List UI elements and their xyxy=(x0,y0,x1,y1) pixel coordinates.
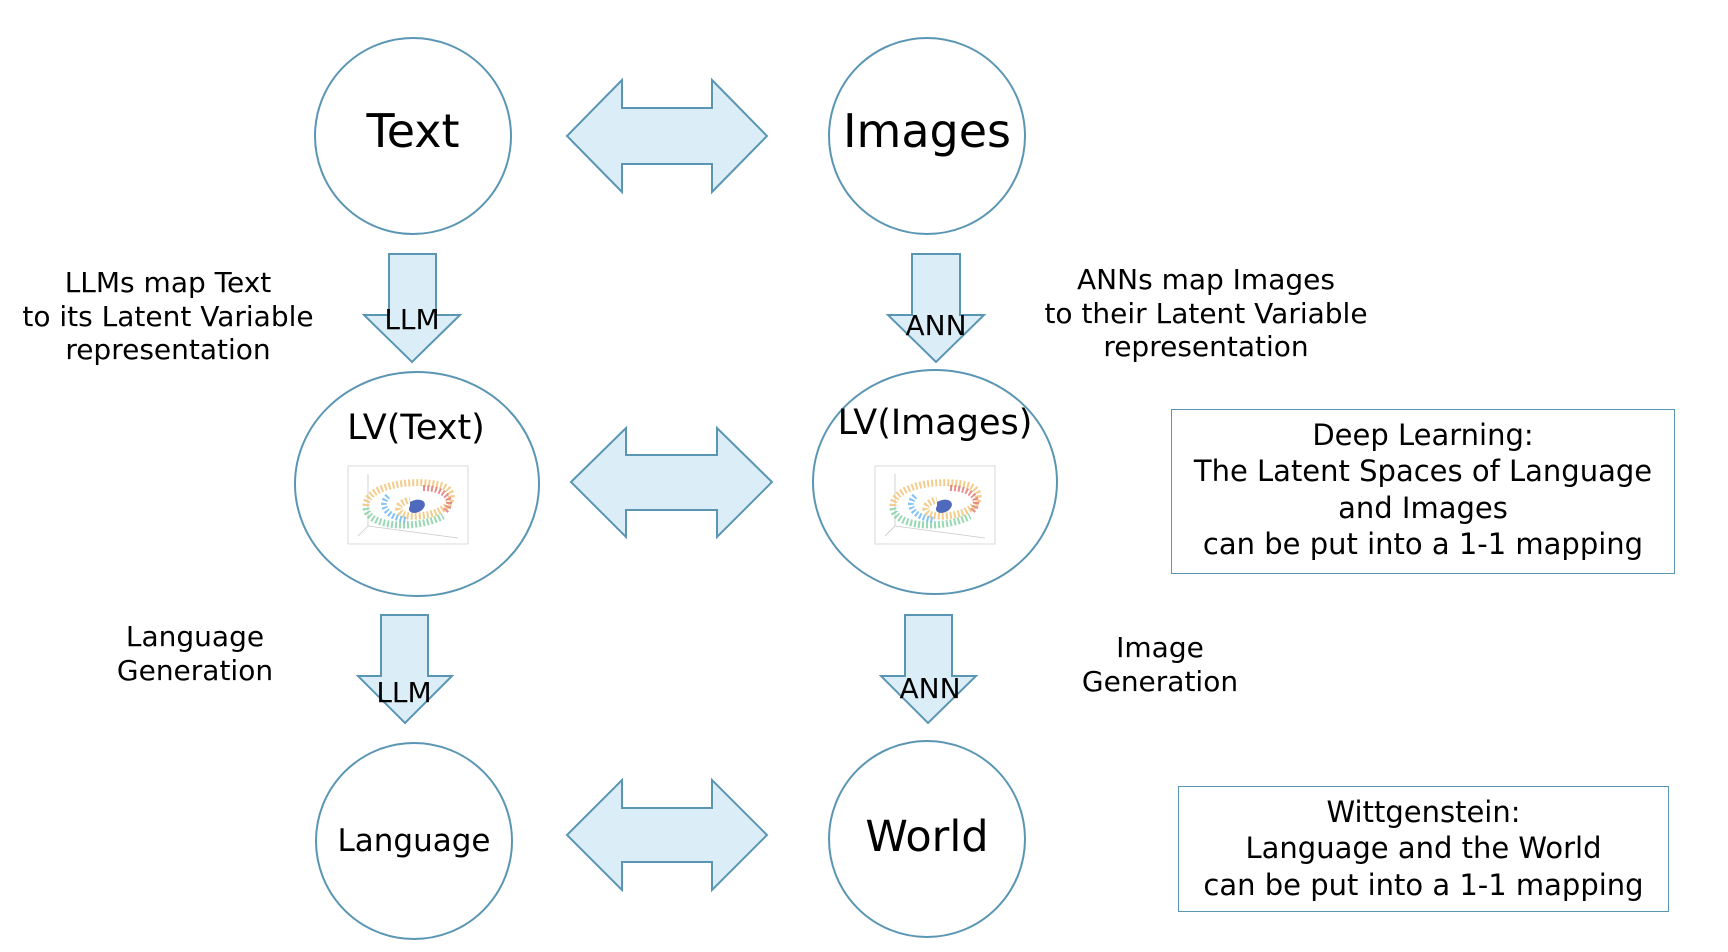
circle-images xyxy=(828,37,1026,235)
lv-text-plot xyxy=(348,466,468,544)
lv-images-plot xyxy=(875,466,995,544)
wittgenstein-box-line: can be put into a 1-1 mapping xyxy=(1203,867,1644,902)
annotation-ann-map-line: ANNs map Images xyxy=(1077,263,1335,296)
annotation-ann-map-line: representation xyxy=(1103,330,1309,364)
node-label-images: Images xyxy=(842,104,1012,158)
arrow-label-lv-language: LLM xyxy=(376,676,432,709)
wittgenstein-box-line: Wittgenstein: xyxy=(1326,795,1521,829)
down-arrow-text-lv xyxy=(361,253,463,364)
circle-text xyxy=(314,37,512,235)
down-arrow-lv-world xyxy=(878,614,979,725)
down-arrow-images-lv xyxy=(885,253,987,364)
circle-world xyxy=(828,740,1026,938)
node-label-text: Text xyxy=(366,104,460,158)
circle-language xyxy=(315,742,513,940)
double-arrow-language-world xyxy=(565,777,769,893)
deep-learning-box-line: Deep Learning: xyxy=(1312,418,1534,452)
down-arrow-lv-language xyxy=(355,614,455,725)
arrow-label-lv-world: ANN xyxy=(899,672,961,705)
deep-learning-box-line: The Latent Spaces of Language xyxy=(1193,454,1653,489)
node-label-lv-images: LV(Images) xyxy=(837,403,1033,443)
wittgenstein-box-line: Language and the World xyxy=(1245,831,1602,866)
annotation-image-generation: Image Generation xyxy=(1060,631,1260,698)
double-arrow-text-images xyxy=(565,77,769,195)
arrow-label-images-lv: ANN xyxy=(905,309,967,342)
node-label-world: World xyxy=(865,812,989,862)
annotation-llm-map-line: to its Latent Variable xyxy=(22,299,314,333)
wittgenstein-box-text: Wittgenstein: Language and the World can… xyxy=(1179,794,1668,903)
annotation-ann-map: ANNs map Images to their Latent Variable… xyxy=(1036,263,1376,364)
deep-learning-box-line: and Images xyxy=(1338,490,1508,525)
annotation-image-generation-line: Image xyxy=(1116,631,1204,664)
annotation-llm-map-line: LLMs map Text xyxy=(64,266,272,299)
wittgenstein-box: Wittgenstein: Language and the World can… xyxy=(1178,786,1669,912)
annotation-image-generation-line: Generation xyxy=(1081,664,1239,698)
deep-learning-box-line: can be put into a 1-1 mapping xyxy=(1202,526,1644,561)
annotation-language-generation-line: Language xyxy=(125,620,265,653)
annotation-ann-map-line: to their Latent Variable xyxy=(1044,296,1368,330)
deep-learning-box-text: Deep Learning: The Latent Spaces of Lang… xyxy=(1172,417,1674,562)
annotation-llm-map: LLMs map Text to its Latent Variable rep… xyxy=(8,266,328,367)
node-label-language: Language xyxy=(337,823,491,859)
annotation-llm-map-line: representation xyxy=(65,333,271,367)
node-label-lv-text: LV(Text) xyxy=(347,408,485,448)
double-arrow-lv xyxy=(569,425,774,540)
deep-learning-box: Deep Learning: The Latent Spaces of Lang… xyxy=(1171,409,1675,574)
annotation-language-generation-line: Generation xyxy=(116,653,274,687)
arrow-label-text-lv: LLM xyxy=(384,303,440,336)
annotation-language-generation: Language Generation xyxy=(95,620,295,687)
